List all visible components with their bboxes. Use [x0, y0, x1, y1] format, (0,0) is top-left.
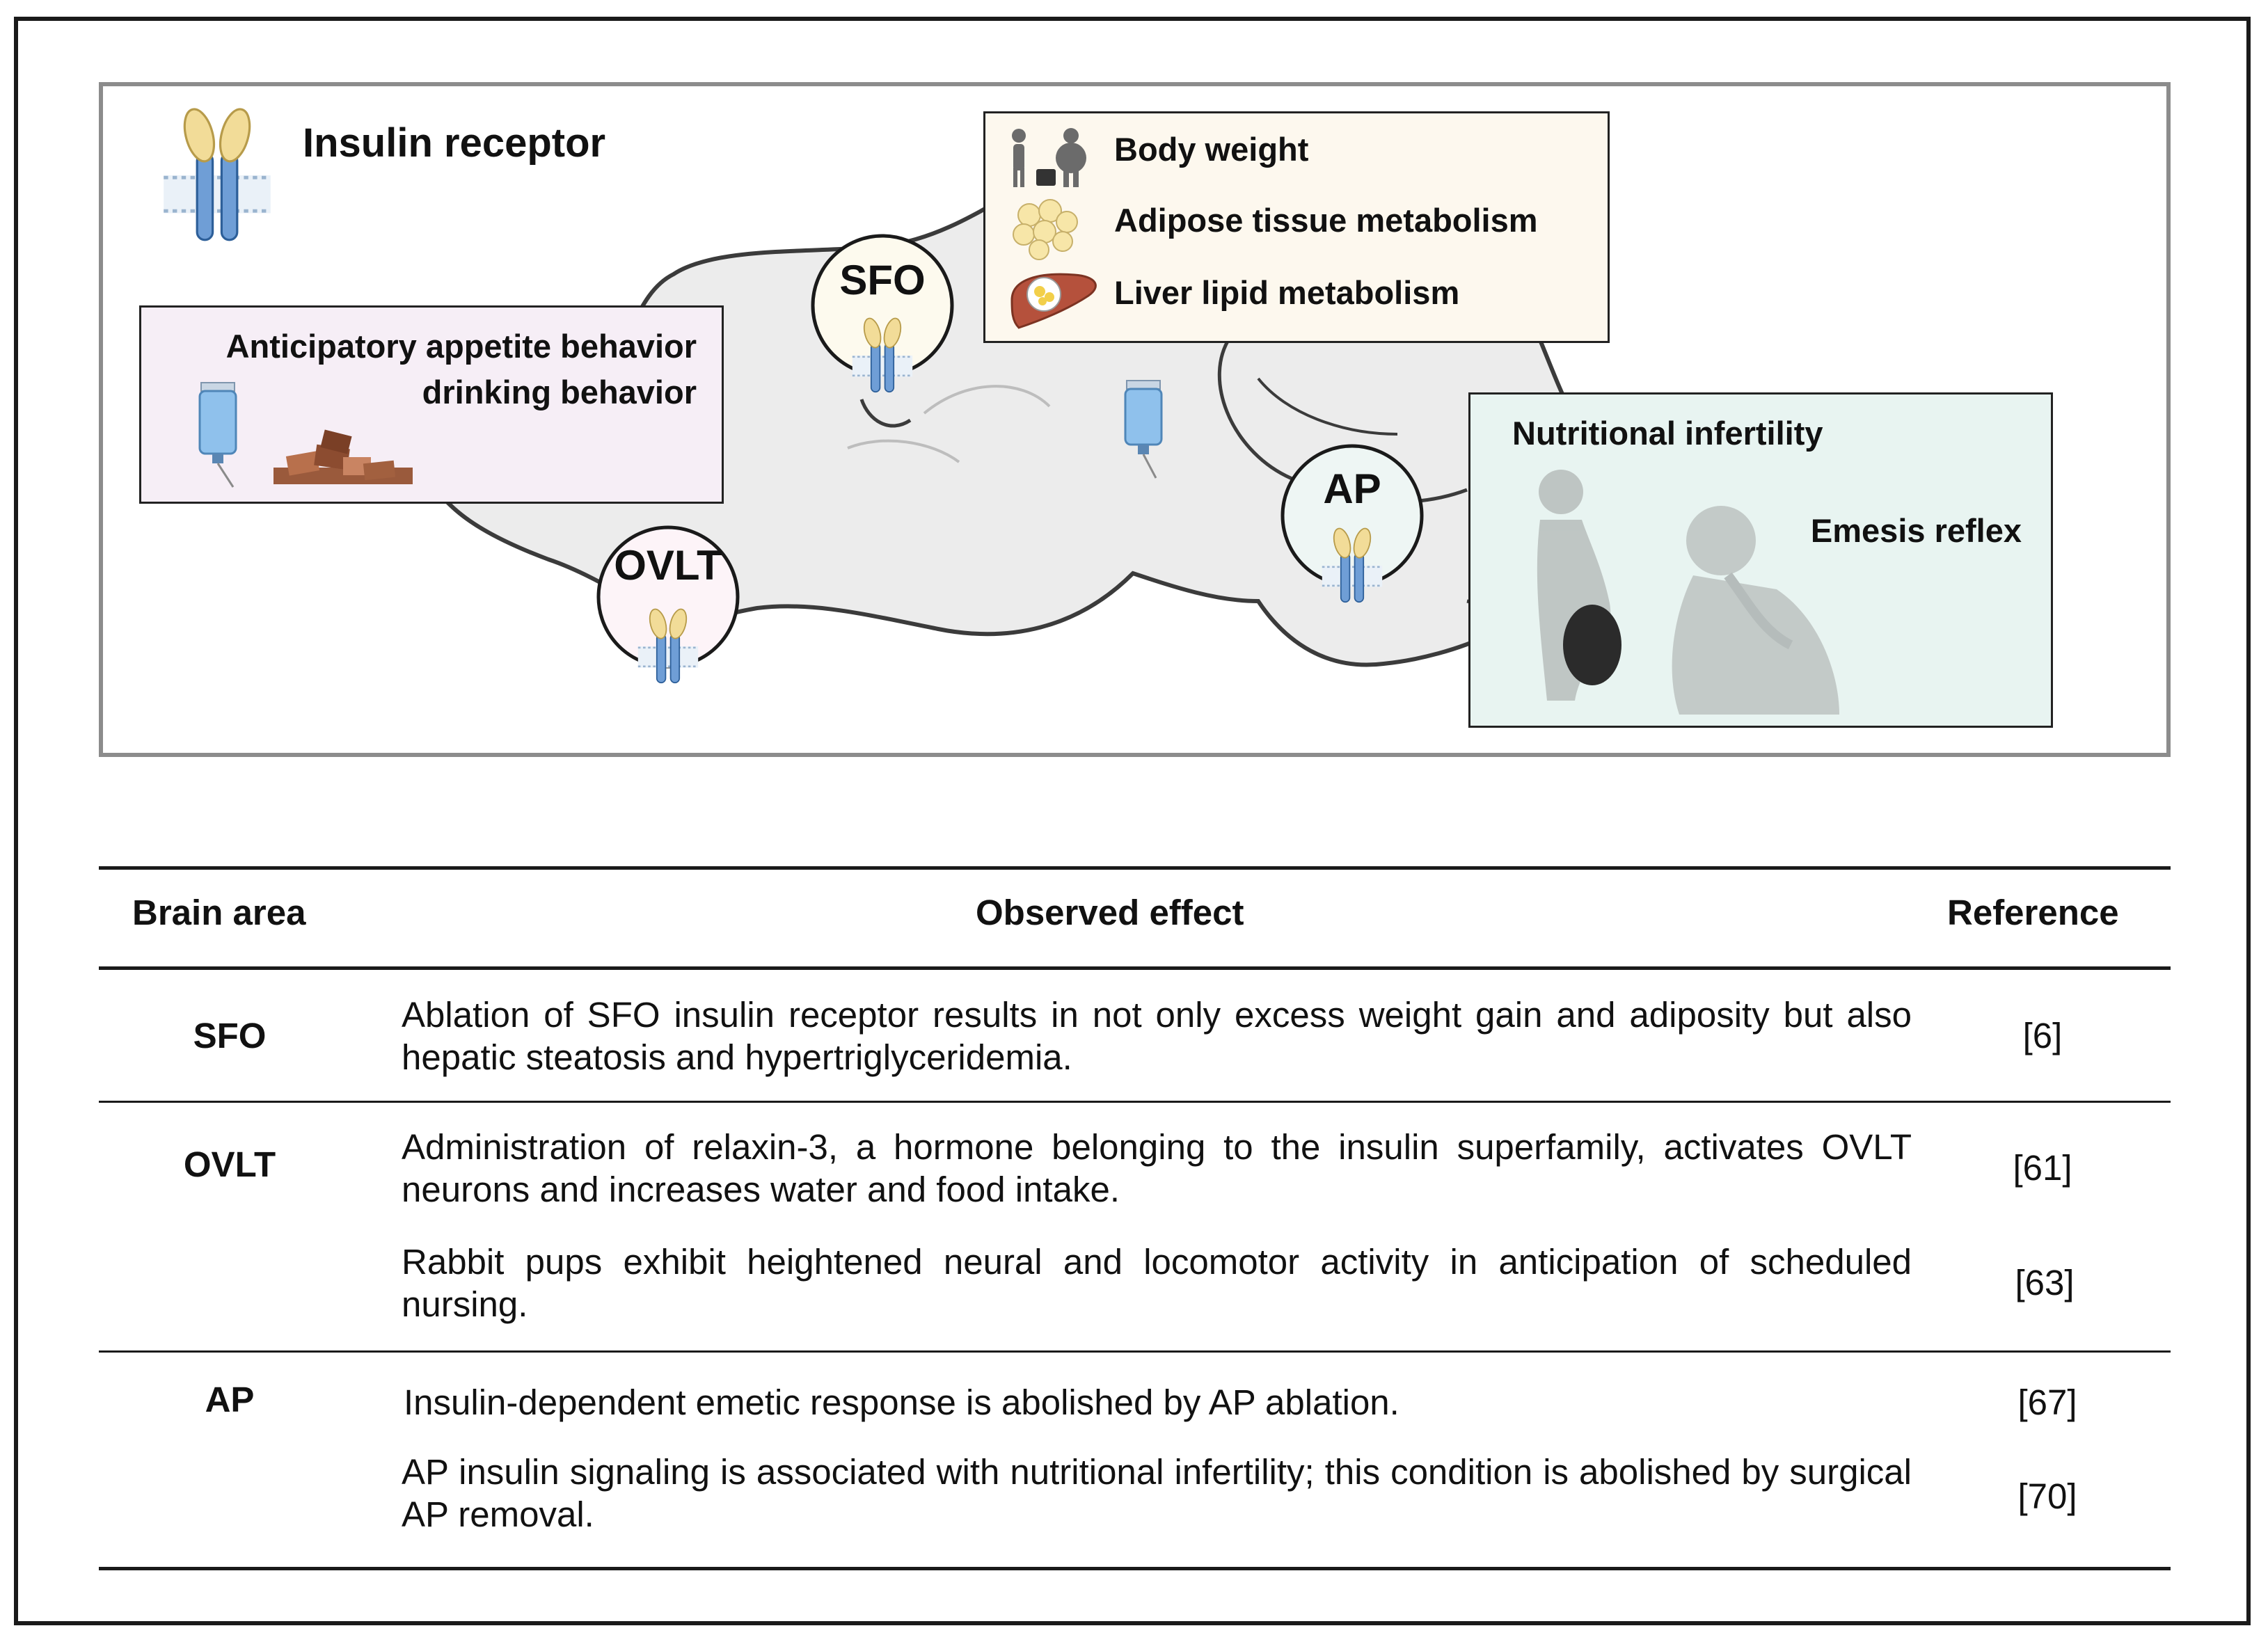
appetite-box: Anticipatory appetite behavior drinking … [139, 305, 724, 504]
header-rule [99, 966, 2171, 970]
row-rule [99, 1101, 2171, 1103]
row-effect: Ablation of SFO insulin receptor results… [402, 995, 1912, 1077]
sfo-label: SFO [839, 257, 926, 303]
metabolism-item-label: Adipose tissue metabolism [1114, 202, 1538, 239]
fetus-icon [1563, 605, 1621, 685]
row-reference: [6] [2022, 1016, 2063, 1055]
table-top-rule [99, 866, 2171, 870]
row-area: OVLT [183, 1145, 276, 1184]
water-bottle-icon [1124, 380, 1163, 479]
header-reference: Reference [1947, 893, 2119, 932]
row-effect: Administration of relaxin-3, a hormone b… [402, 1127, 1912, 1209]
appetite-line-2: drinking behavior [422, 374, 697, 410]
row-area: SFO [193, 1016, 267, 1055]
metabolism-item-label: Liver lipid metabolism [1114, 274, 1460, 311]
row-reference: [70] [2017, 1476, 2077, 1516]
appetite-line-1: Anticipatory appetite behavior [225, 328, 697, 365]
row-reference: [63] [2015, 1263, 2075, 1302]
infertility-title: Nutritional infertility [1512, 415, 1823, 452]
header-brain-area: Brain area [132, 893, 306, 932]
appetite-icons [198, 382, 413, 488]
row-effect: AP insulin signaling is associated with … [402, 1452, 1912, 1534]
metabolism-box: Body weight Adipose tissue metabolism Li… [983, 111, 1610, 343]
row-rule [99, 1350, 2171, 1353]
metabolism-icons [1010, 128, 1097, 329]
body-weight-icon [1012, 128, 1086, 187]
vomiting-person-icon [1672, 506, 1839, 715]
ap-label: AP [1323, 465, 1381, 512]
adipose-icon [1013, 199, 1078, 260]
water-bottle-icon [198, 382, 237, 488]
row-reference: [61] [2013, 1148, 2072, 1188]
row-effect: Rabbit pups exhibit heightened neural an… [402, 1242, 1912, 1324]
infertility-box: Nutritional infertility Emesis reflex [1468, 392, 2053, 728]
infertility-illustrations [1537, 470, 1839, 715]
row-reference: [67] [2017, 1382, 2077, 1422]
illustration-panel: Insulin receptor Anticipatory appetite b… [99, 82, 2171, 757]
liver-icon [1010, 273, 1097, 329]
food-pellets-icon [273, 429, 413, 484]
table-bottom-rule [99, 1567, 2171, 1570]
header-observed-effect: Observed effect [976, 893, 1244, 932]
metabolism-item-label: Body weight [1114, 131, 1309, 168]
row-area: AP [205, 1380, 255, 1419]
emesis-label: Emesis reflex [1810, 512, 2022, 549]
ovlt-label: OVLT [614, 542, 722, 589]
insulin-receptor-label: Insulin receptor [303, 120, 606, 166]
insulin-receptor-icon [164, 106, 271, 239]
row-effect: Insulin-dependent emetic response is abo… [404, 1382, 1399, 1422]
